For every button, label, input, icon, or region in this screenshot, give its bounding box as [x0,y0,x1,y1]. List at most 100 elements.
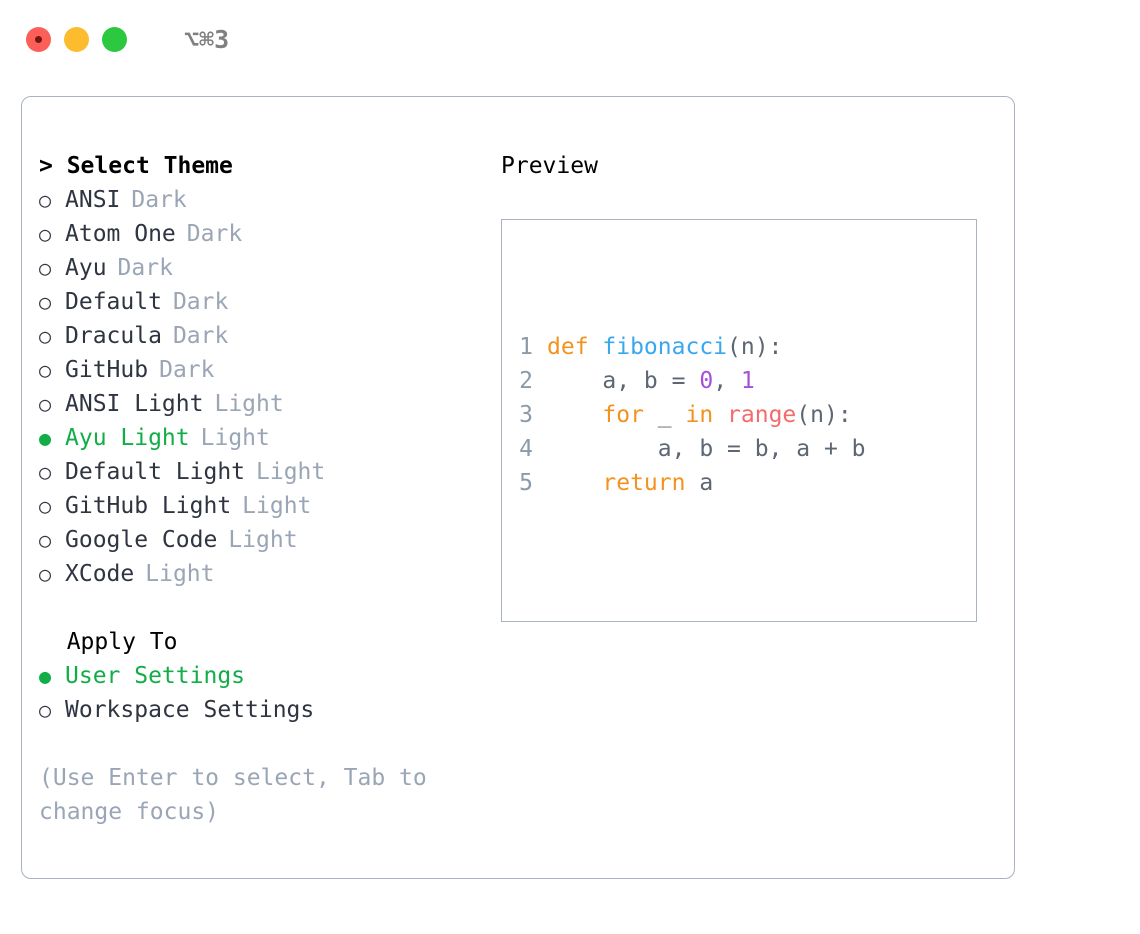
code-token-num: 1 [740,368,755,394]
keyboard-shortcut-label: ⌥⌘3 [184,24,230,54]
code-token-pln: (n): [727,334,783,360]
maximize-window-button[interactable] [102,26,127,52]
theme-option[interactable]: ○ GitHub Dark [39,353,479,387]
code-token-pln [547,470,602,496]
theme-option[interactable]: ○ GitHub Light Light [39,489,479,523]
close-window-button[interactable] [26,26,51,52]
code-blank-line [519,568,935,602]
apply-to-option[interactable]: ○ Workspace Settings [39,693,479,727]
code-token-pln: , [713,368,741,394]
select-theme-heading-text: Select Theme [66,153,233,179]
radio-selected-icon: ● [39,426,52,450]
code-line-number: 2 [519,368,533,394]
apply-to-option[interactable]: ● User Settings [39,659,479,693]
keyboard-hint-text: (Use Enter to select, Tab to change focu… [39,765,441,825]
theme-option-label: ANSI [65,187,121,213]
title-bar: ⌥⌘3 [0,0,1140,78]
code-token-kw: def [547,334,603,360]
theme-option-category: Light [214,391,284,417]
code-token-fn: fibonacci [602,334,728,360]
radio-unselected-icon: ○ [39,188,52,212]
code-token-pln: a, b = [547,368,700,394]
theme-option-label: GitHub [65,357,149,383]
code-token-pln: (n): [796,402,852,428]
apply-to-heading: Apply To [39,625,479,659]
theme-option-category: Light [200,425,270,451]
apply-to-option-label: User Settings [65,663,246,689]
theme-option[interactable]: ○ Ayu Dark [39,251,479,285]
preview-heading: Preview [501,153,598,179]
code-line: 5 return a [519,466,935,500]
code-line: 4 a, b = b, a + b [519,432,935,466]
theme-option[interactable]: ● Ayu Light Light [39,421,479,455]
theme-option[interactable]: ○ ANSI Light Light [39,387,479,421]
theme-option[interactable]: ○ Google Code Light [39,523,479,557]
theme-option-category: Light [145,561,215,587]
section-spacer [39,591,479,625]
radio-unselected-icon: ○ [39,528,52,552]
code-token-kw: for [602,402,644,428]
theme-option-category: Dark [131,187,187,213]
code-line: 1 def fibonacci(n): [519,330,935,364]
radio-unselected-icon: ○ [39,392,52,416]
traffic-lights [26,26,127,52]
theme-option-category: Dark [117,255,173,281]
theme-option-label: XCode [65,561,135,587]
radio-selected-icon: ● [39,664,52,688]
code-token-pln: _ [643,402,686,428]
code-token-pln [547,402,602,428]
code-token-kw: in [685,402,714,428]
code-line-number: 1 [519,334,533,360]
radio-unselected-icon: ○ [39,494,52,518]
theme-option-category: Light [256,459,326,485]
code-token-call: range [727,402,797,428]
theme-option-label: Dracula [65,323,162,349]
theme-option[interactable]: ○ XCode Light [39,557,479,591]
theme-option-category: Light [228,527,298,553]
theme-option-category: Dark [159,357,215,383]
theme-option-label: Ayu Light [65,425,190,451]
code-line: 3 for _ in range(n): [519,398,935,432]
radio-unselected-icon: ○ [39,222,52,246]
theme-option-category: Light [242,493,312,519]
code-token-pln: a, b = b, a + b [547,436,866,462]
code-token-kw: return [602,470,686,496]
theme-option-label: Default [65,289,162,315]
theme-option-label: Atom One [65,221,176,247]
radio-unselected-icon: ○ [39,290,52,314]
apply-to-list: ● User Settings ○ Workspace Settings [39,659,479,727]
minimize-window-button[interactable] [64,26,89,52]
code-line-number: 3 [519,402,533,428]
code-token-pln [713,402,727,428]
code-line-number: 5 [519,470,533,496]
theme-option[interactable]: ○ Atom One Dark [39,217,479,251]
apply-to-option-label: Workspace Settings [65,697,315,723]
theme-option[interactable]: ○ ANSI Dark [39,183,479,217]
theme-option-label: ANSI Light [65,391,204,417]
radio-unselected-icon: ○ [39,562,52,586]
code-line: 2 a, b = 0, 1 [519,364,935,398]
select-theme-heading: > Select Theme [39,149,479,183]
code-line-number: 4 [519,436,533,462]
radio-unselected-icon: ○ [39,256,52,280]
theme-option-label: GitHub Light [65,493,232,519]
theme-option-label: Default Light [65,459,246,485]
radio-unselected-icon: ○ [39,358,52,382]
radio-unselected-icon: ○ [39,698,52,722]
code-token-pln: a [685,470,714,496]
theme-option-category: Dark [186,221,243,247]
radio-unselected-icon: ○ [39,324,52,348]
theme-option-label: Google Code [65,527,218,553]
theme-option-label: Ayu [65,255,107,281]
